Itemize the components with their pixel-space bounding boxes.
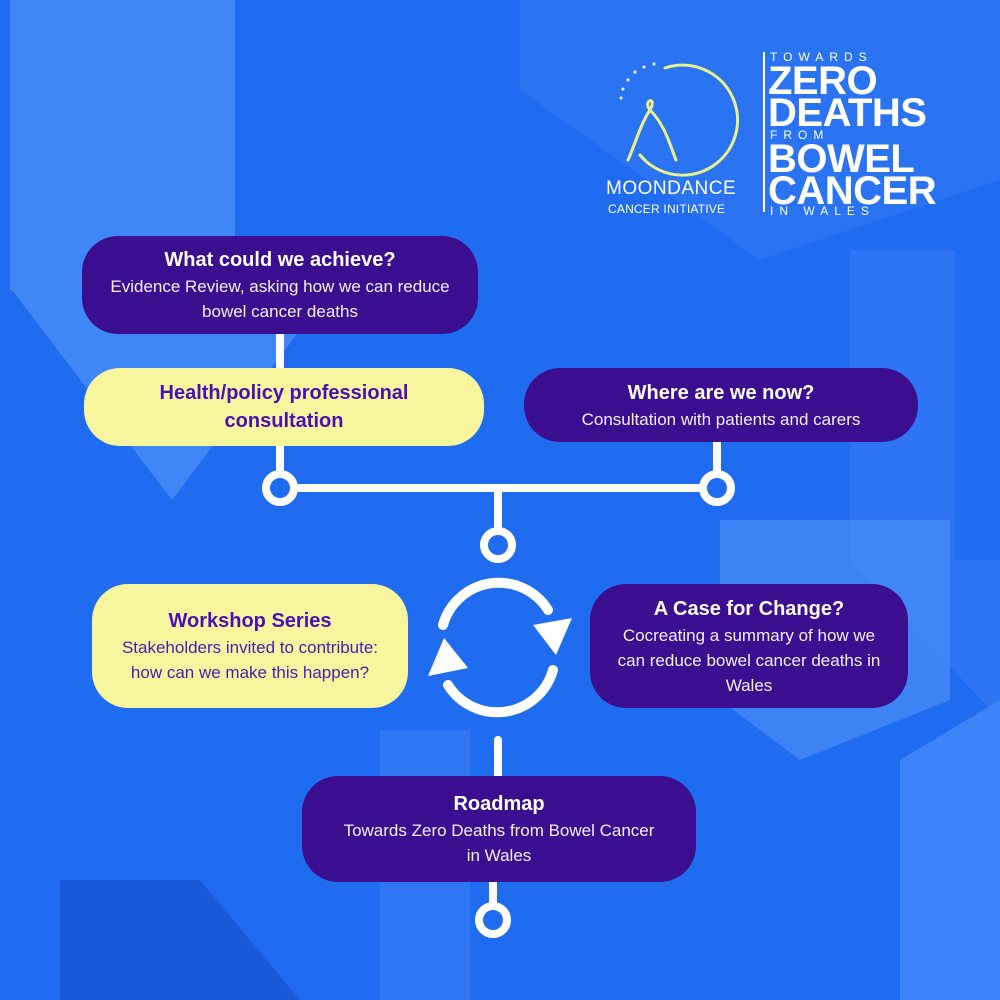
bg-arrow-bottom-left (60, 880, 300, 1000)
campaign-in-wales: IN WALES (770, 204, 875, 218)
campaign-towards: TOWARDS (770, 50, 873, 64)
campaign-bowel: BOWEL (768, 137, 915, 181)
node-circle-bottom (475, 902, 511, 938)
cycle-arrows-icon (438, 577, 558, 718)
node-circle-left (262, 470, 298, 506)
node-body: Towards Zero Deaths from Bowel Cancer in… (343, 821, 655, 865)
logo-divider (763, 52, 765, 212)
node-title: A Case for Change? (653, 597, 845, 620)
org-subtitle: CANCER INITIATIVE (608, 202, 726, 216)
campaign-cancer: CANCER (768, 169, 937, 213)
bg-arrow-right (850, 250, 1000, 720)
moon-ribbon-icon (619, 62, 740, 177)
node-body: Cocreating a summary of how we can reduc… (617, 625, 881, 695)
node-professional-consultation: Health/policy professional consultation (84, 368, 484, 446)
node-roadmap: Roadmap Towards Zero Deaths from Bowel C… (302, 776, 696, 882)
bg-arrow-bottom-right (900, 700, 1000, 1000)
campaign-zero: ZERO (768, 59, 878, 103)
node-body: Evidence Review, asking how we can reduc… (110, 277, 450, 321)
node-title: Roadmap (453, 793, 545, 815)
node-case-for-change: A Case for Change? Cocreating a summary … (590, 584, 908, 708)
node-title: Health/policy professional consultation (159, 382, 409, 432)
node-workshop-series: Workshop Series Stakeholders invited to … (92, 584, 408, 708)
node-what-could-we-achieve: What could we achieve? Evidence Review, … (82, 236, 478, 334)
node-circle-center (480, 527, 516, 563)
node-body: Consultation with patients and carers (581, 409, 861, 429)
node-body: Stakeholders invited to contribute: how … (121, 638, 379, 682)
cycle-arrowhead-right (533, 618, 572, 655)
node-title: Where are we now? (627, 381, 815, 404)
bg-arrow-top-right (520, 0, 1000, 260)
org-name: MOONDANCE (606, 178, 737, 199)
campaign-deaths: DEATHS (768, 91, 927, 135)
node-circle-right (699, 470, 735, 506)
node-title: Workshop Series (168, 610, 332, 632)
campaign-from: FROM (770, 128, 830, 142)
node-where-are-we-now: Where are we now? Consultation with pati… (524, 368, 918, 442)
cycle-arrowhead-left (428, 638, 468, 676)
node-title: What could we achieve? (164, 249, 396, 271)
